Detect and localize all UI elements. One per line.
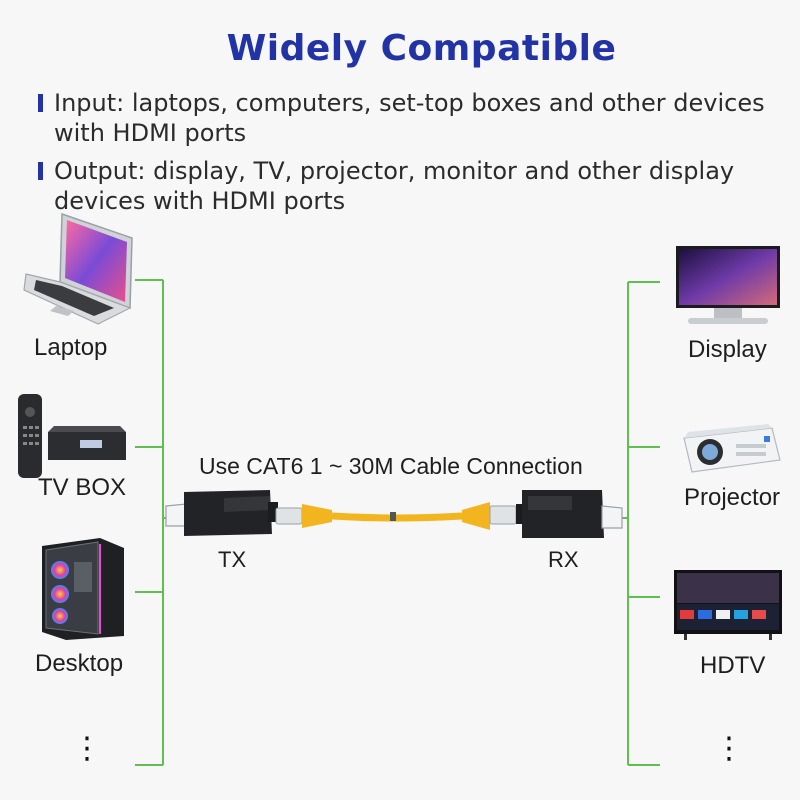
- tv-box-icon: [18, 394, 126, 478]
- page-title: Widely Compatible: [226, 28, 617, 69]
- tx-label: TX: [218, 547, 247, 572]
- more-outputs-indicator: ⋮: [714, 731, 744, 766]
- hdtv-icon: [674, 570, 782, 640]
- ethernet-cable-icon: [275, 502, 517, 530]
- cable-label: Use CAT6 1 ~ 30M Cable Connection: [199, 453, 583, 479]
- rx-label: RX: [548, 547, 579, 572]
- device-label-laptop: Laptop: [34, 334, 108, 361]
- projector-icon: [683, 424, 781, 473]
- tx-adapter-icon: [165, 490, 278, 536]
- bullet-input-text: Input: laptops, computers, set-top boxes…: [54, 89, 765, 147]
- device-label-projector: Projector: [684, 484, 781, 511]
- laptop-icon: [23, 212, 133, 325]
- bullet-marker: [38, 94, 43, 112]
- more-inputs-indicator: ⋮: [72, 731, 102, 766]
- bullet-output-text: Output: display, TV, projector, monitor …: [54, 157, 735, 215]
- monitor-icon: [676, 246, 780, 324]
- device-label-display: Display: [688, 336, 767, 363]
- device-label-tv-box: TV BOX: [38, 474, 127, 501]
- desktop-icon: [42, 538, 124, 640]
- rx-adapter-icon: [516, 490, 623, 538]
- device-label-desktop: Desktop: [35, 650, 124, 677]
- device-label-hdtv: HDTV: [700, 652, 766, 679]
- bullet-marker: [38, 162, 43, 180]
